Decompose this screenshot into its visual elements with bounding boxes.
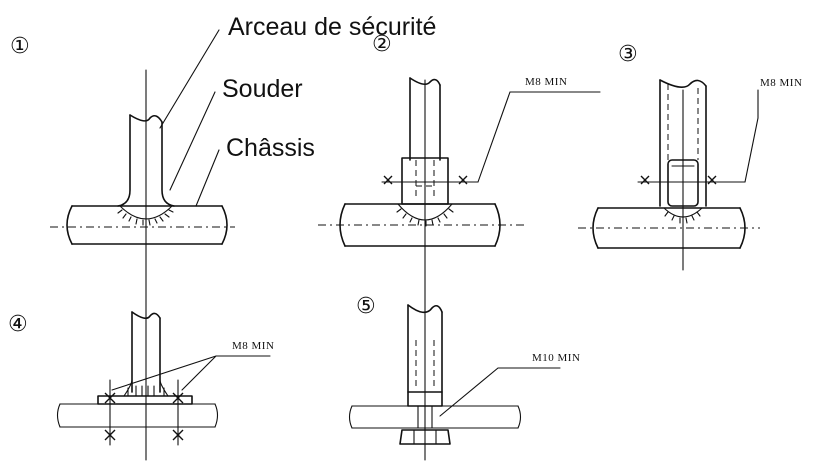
fig1-chassis-ends	[66, 205, 228, 245]
fig3-spigot	[667, 159, 699, 207]
fig2-bolt-crosses	[383, 175, 468, 185]
fig3-weld-bead	[663, 207, 703, 218]
fig3-chassis-ends	[592, 207, 746, 249]
fig3-weld-hatch	[664, 211, 701, 224]
fig3-hidden-lines	[667, 84, 699, 160]
fig5-nut	[399, 429, 451, 445]
fig4-base-plate	[97, 395, 193, 405]
figure-2	[318, 77, 601, 301]
fig2-chassis-ends	[339, 203, 501, 247]
fig4-m8-leader	[111, 355, 271, 391]
fig2-m8-leader	[477, 91, 601, 183]
fig2-hidden-lines	[415, 160, 435, 200]
annotation-m8-fig2: M8 MIN	[525, 76, 568, 88]
fig3-bolt-crosses	[640, 175, 717, 185]
fig5-plate-ends	[348, 405, 522, 429]
fig1-weld-bead	[119, 205, 173, 220]
fig1-rollbar-break	[129, 114, 163, 123]
step-2-marker: ②	[372, 32, 392, 57]
step-5-marker: ⑤	[356, 294, 376, 319]
fig2-sleeve	[401, 157, 449, 205]
souder-leader	[169, 91, 216, 191]
annotation-m8-fig3: M8 MIN	[760, 77, 803, 89]
fig5-rollbar-tube	[407, 304, 443, 393]
figure-1	[50, 29, 235, 461]
step-4-marker: ④	[8, 312, 28, 337]
annotation-m8-fig4: M8 MIN	[232, 340, 275, 352]
fig4-weld-hatch	[127, 385, 165, 397]
annotation-m10-fig5: M10 MIN	[532, 352, 581, 364]
chassis-leader	[195, 149, 220, 207]
label-chassis: Châssis	[226, 134, 315, 162]
label-arceau: Arceau de sécurité	[228, 13, 437, 41]
fig2-weld-bead	[397, 203, 453, 221]
fig5-tube-foot	[407, 391, 443, 407]
fig5-nut-faces	[413, 429, 437, 445]
fig4-weld-fillet	[123, 379, 169, 397]
step-1-marker: ①	[10, 34, 30, 59]
fig2-rollbar-break	[409, 77, 441, 86]
fig1-chassis-tube	[71, 205, 223, 245]
fig4-plate-ends	[56, 403, 219, 428]
label-souder: Souder	[222, 75, 303, 103]
figure-3	[578, 79, 760, 271]
fig3-chassis-tube	[597, 207, 741, 249]
figure-4	[56, 311, 271, 446]
fig1-weld-hatch	[117, 209, 174, 226]
fig5-rollbar-break	[407, 304, 443, 314]
arceau-leader	[159, 29, 220, 129]
fig2-weld-hatch	[396, 208, 454, 227]
fig5-hidden-lines	[415, 340, 435, 388]
fig4-rollbar-break	[131, 311, 161, 320]
fig3-outer-tube	[659, 79, 707, 207]
step-3-marker: ③	[618, 42, 638, 67]
fig2-rollbar-tube	[409, 77, 441, 161]
fig4-bolt-crosses	[104, 392, 184, 441]
fig3-rollbar-break	[659, 79, 707, 88]
fig1-rollbar-tube	[117, 114, 175, 207]
fig5-bolt-shank	[417, 405, 433, 429]
figure-5	[348, 299, 561, 461]
fig3-m8-leader	[744, 89, 759, 183]
fig5-m10-leader	[439, 367, 561, 417]
